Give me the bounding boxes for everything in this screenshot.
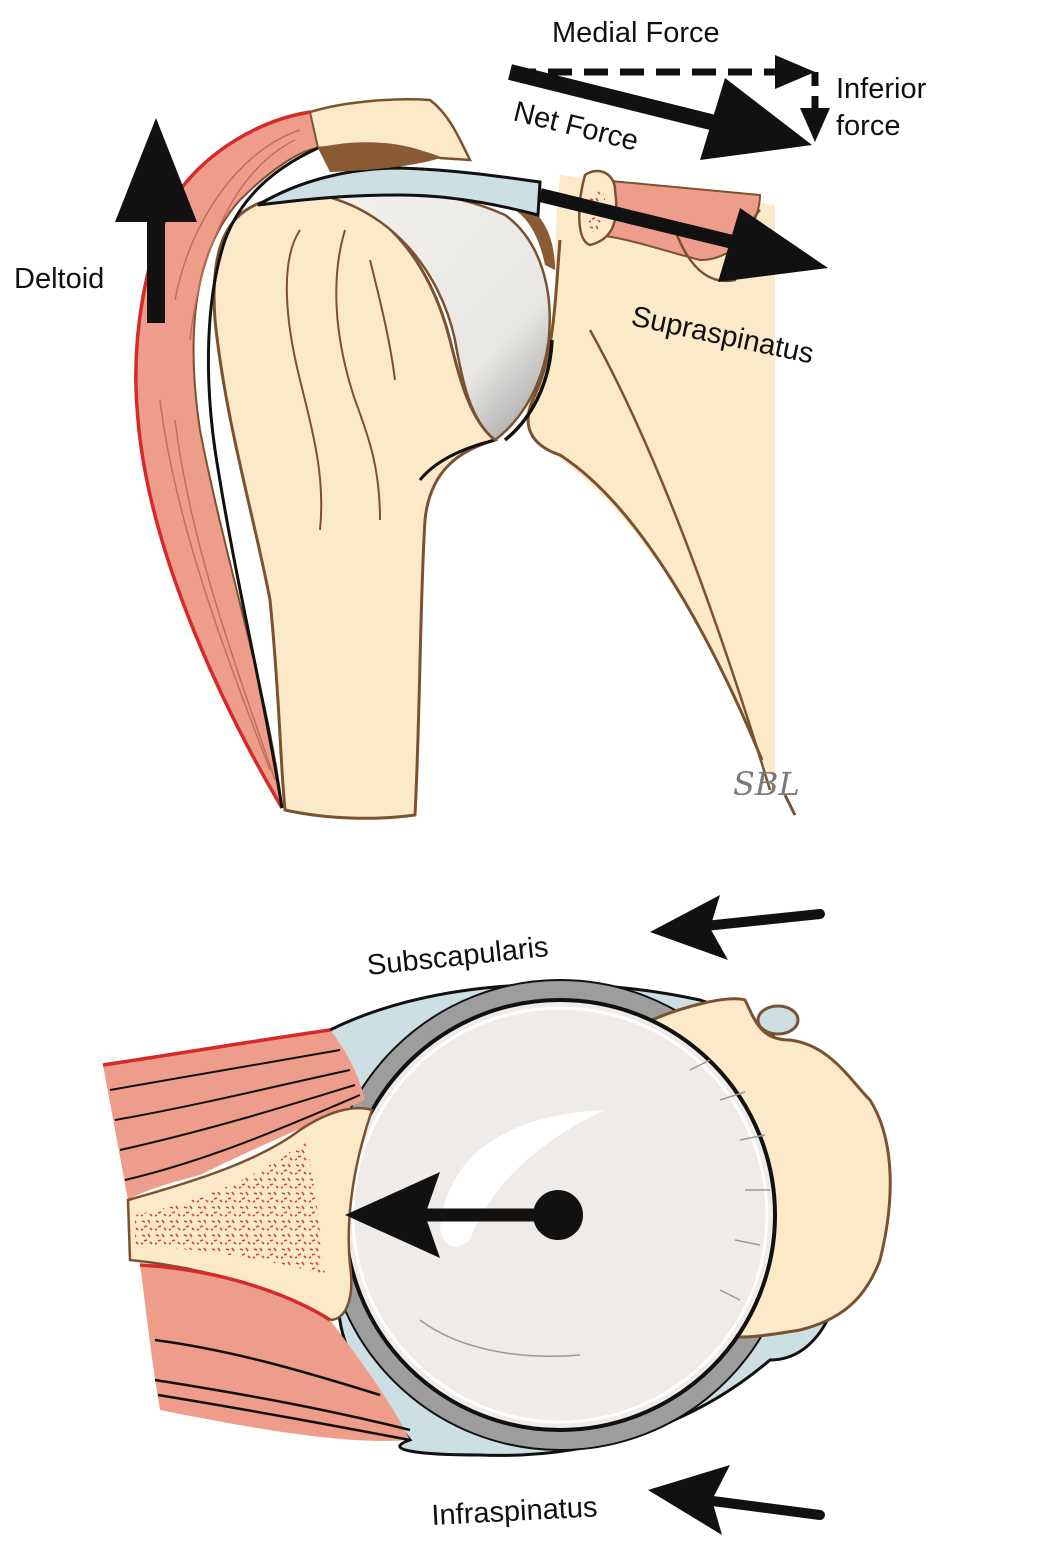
scapula-lateral-border	[526, 239, 764, 761]
subscapularis-muscle	[103, 1030, 365, 1200]
subscapularis-fibers	[109, 1049, 361, 1181]
label-deltoid: Deltoid	[14, 263, 104, 295]
infraspinatus-fibers	[154, 1338, 411, 1442]
subscapularis-top-edge	[102, 1028, 331, 1067]
label-infraspinatus: Infraspinatus	[431, 1491, 598, 1532]
subscapularis-force-arrow	[650, 895, 825, 960]
deltoid-fibers	[159, 129, 301, 781]
axial-view: Subscapularis Infraspinatus	[102, 895, 892, 1535]
signature: SBL	[733, 765, 800, 803]
deltoid-outer-edge	[134, 110, 311, 809]
humerus-inner-contour	[285, 229, 396, 531]
subacromial-bursa	[318, 142, 440, 172]
biceps-tendon	[756, 1004, 800, 1036]
coronal-view: Medial Force Inferior force Net Force De…	[14, 17, 927, 820]
humerus	[212, 193, 499, 820]
supraspinatus-arrow	[538, 188, 828, 282]
rotator-cuff-tendon	[257, 166, 542, 217]
scapula	[526, 175, 775, 780]
infraspinatus-force-arrow	[648, 1465, 825, 1535]
humeral-head	[319, 188, 551, 442]
humeral-head-cartilage-edge	[503, 339, 554, 442]
inferior-force-arrow	[800, 72, 830, 142]
glenoid-cancellous	[135, 1140, 325, 1275]
deltoid-inner-edge	[206, 146, 319, 809]
net-force-arrow	[508, 64, 812, 160]
label-subscapularis: Subscapularis	[365, 931, 550, 982]
label-inferior-force-1: Inferior	[836, 73, 927, 105]
scapula-spine-line	[588, 329, 772, 791]
infraspinatus-top-edge	[139, 1263, 331, 1322]
medial-force-arrow	[512, 55, 815, 89]
signature-tail	[783, 794, 797, 816]
humerus-shaft-medial-edge	[418, 438, 496, 481]
infraspinatus-muscle	[140, 1265, 410, 1441]
glenoid-labrum	[515, 200, 555, 270]
humeral-head-texture	[419, 1059, 770, 1357]
label-medial-force: Medial Force	[552, 17, 720, 49]
label-inferior-force-2: force	[836, 110, 900, 142]
deltoid-arrow	[115, 118, 197, 323]
compression-arrow	[345, 1172, 583, 1258]
